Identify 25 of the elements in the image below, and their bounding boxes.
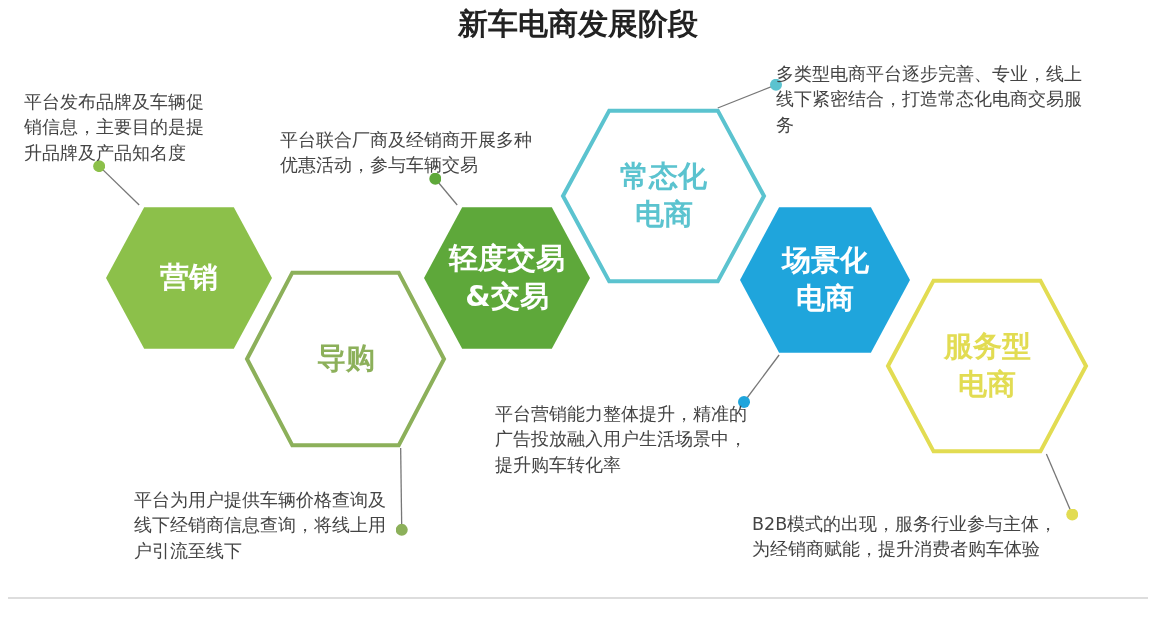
annotation-text: 平台为用户提供车辆价格查询及线下经销商信息查询，将线上用户引流至线下 [134,488,402,565]
leader-line [93,160,140,206]
filled-hexagon [424,205,590,351]
annotation-text: 平台发布品牌及车辆促销信息，主要目的是提升品牌及产品知名度 [24,90,222,167]
filled-hexagon [106,205,272,351]
stage-label: 营销 [159,259,219,297]
leader-line [1045,453,1079,521]
filled-hexagon [740,205,910,355]
outlined-hexagon [888,278,1086,454]
stage-label: 服务型电商 [942,328,1032,403]
leader-line [738,354,780,408]
stage-label: 轻度交易&交易 [447,240,566,315]
leader-line [429,172,458,206]
leader-line [395,447,408,536]
annotation-text: 平台联合厂商及经销商开展多种优惠活动，参与车辆交易 [280,128,548,179]
diagram-title: 新车电商发展阶段 [457,5,699,43]
stage-label: 场景化电商 [780,242,870,317]
outlined-hexagon [563,108,764,284]
stage-label: 常态化电商 [619,158,708,233]
outlined-hexagon [247,270,444,448]
annotation-text: B2B模式的出现，服务行业参与主体，为经销商赋能，提升消费者购车体验 [752,512,1073,563]
annotation-text: 多类型电商平台逐步完善、专业，线上线下紧密结合，打造常态化电商交易服务 [776,62,1097,139]
leader-line [717,78,782,109]
annotation-text: 平台营销能力整体提升，精准的广告投放融入用户生活场景中，提升购车转化率 [495,402,763,479]
stage-label: 导购 [315,340,376,378]
